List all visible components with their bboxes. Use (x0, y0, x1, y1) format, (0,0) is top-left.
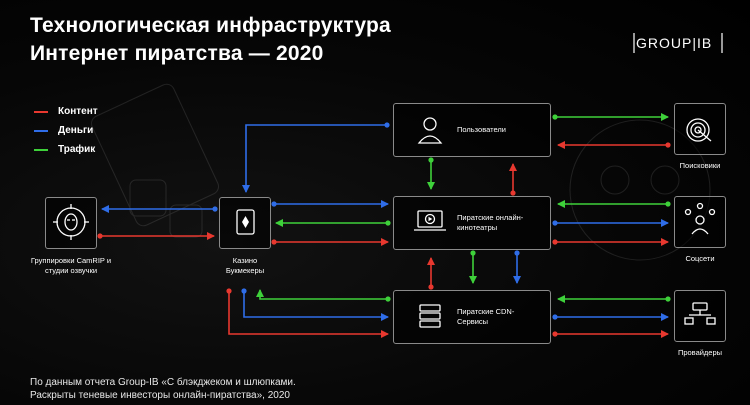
legend-money: Деньги (34, 125, 93, 136)
arrow-money-casino-cdn (243, 291, 389, 321)
legend-content: Контент (34, 106, 98, 117)
node-search (674, 103, 726, 155)
dice-decoration (169, 204, 203, 238)
playing-card-icon (236, 209, 255, 235)
legend-traffic: Трафик (34, 144, 95, 155)
arrow-origin-dots (97, 114, 671, 337)
hacker-mask-icon (53, 204, 89, 240)
source-note: По данным отчета Group-IB «С блэкджеком … (30, 376, 296, 402)
arrow-traffic-cdn-casino (256, 289, 388, 300)
laptop-play-icon (414, 210, 446, 231)
node-social (674, 196, 726, 248)
legend-money-label: Деньги (58, 125, 94, 136)
group-ib-logo: GROUP|IB (636, 35, 722, 55)
label-camrip: Группировки CamRIP и студии озвучки (30, 256, 112, 275)
social-network-icon (684, 202, 716, 235)
node-cinemas (393, 196, 551, 250)
legend-content-label: Контент (58, 106, 98, 117)
target-icon (686, 118, 712, 142)
arrow-money-users-casino (242, 124, 387, 193)
node-providers (674, 290, 726, 342)
label-providers: Провайдеры (677, 348, 723, 357)
skull-eye-decoration (650, 165, 680, 195)
label-social: Соцсети (685, 254, 715, 263)
logo-text: GROUP|IB (636, 35, 713, 51)
user-icon (417, 117, 443, 144)
label-search: Поисковики (679, 161, 721, 170)
server-icon (419, 304, 441, 328)
label-cdn: Пиратские CDN-Сервисы (457, 307, 515, 326)
label-cinemas: Пиратские онлайн-кинотеатры (457, 213, 524, 232)
source-note-line-1: По данным отчета Group-IB «С блэкджеком … (30, 377, 296, 388)
title-line-1: Технологическая инфраструктура (30, 14, 391, 37)
node-users (393, 103, 551, 157)
legend-traffic-label: Трафик (58, 144, 96, 155)
source-note-line-2: Раскрыты теневые инвесторы онлайн-пиратс… (30, 390, 290, 401)
legend-traffic-swatch (34, 148, 48, 151)
skull-decoration (569, 119, 711, 261)
title-line-2: Интернет пиратства — 2020 (30, 42, 324, 65)
network-server-icon (684, 302, 716, 325)
label-casino: Казино Букмекеры (225, 256, 265, 275)
skull-eye-decoration (600, 165, 630, 195)
dice-decoration (129, 179, 167, 217)
arrow-content-casino-cdn (228, 291, 389, 338)
label-users: Пользователи (457, 125, 506, 134)
node-cdn (393, 290, 551, 344)
legend-content-swatch (34, 110, 48, 113)
legend-money-swatch (34, 129, 48, 132)
